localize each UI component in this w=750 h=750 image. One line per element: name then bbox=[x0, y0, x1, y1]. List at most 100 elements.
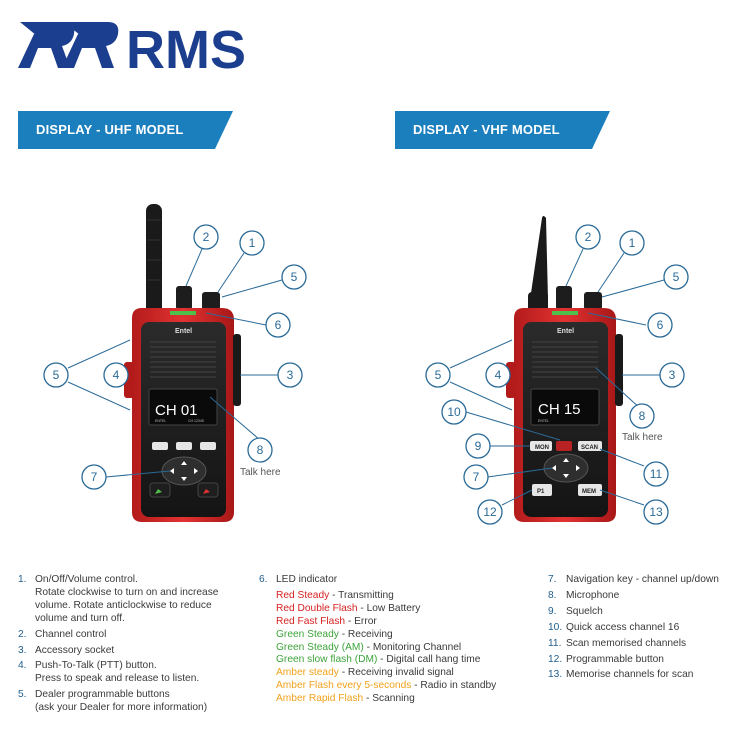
text-label: Red Steady bbox=[276, 590, 329, 601]
text-label: 4. bbox=[18, 660, 35, 673]
text-label: - Receiving bbox=[339, 629, 393, 640]
text-label: Green Steady bbox=[276, 629, 339, 640]
text-label: Dealer programmable buttons bbox=[35, 689, 170, 702]
text-label: 7 bbox=[91, 470, 98, 484]
antenna-vhf bbox=[530, 216, 548, 300]
text-label: Quick access channel 16 bbox=[566, 622, 679, 635]
text-label: 7 bbox=[473, 470, 480, 484]
text-label: 8 bbox=[257, 443, 264, 457]
brand-label-vhf: Entel bbox=[557, 328, 574, 335]
text-label: - Digital call hang time bbox=[377, 654, 480, 665]
legend-item-2: 2.Channel control bbox=[18, 629, 248, 642]
legend-item-4: 4.Push-To-Talk (PTT) button. bbox=[18, 660, 248, 673]
text-label: Navigation key - channel up/down bbox=[566, 574, 719, 587]
text-label: Green Steady (AM) bbox=[276, 642, 364, 653]
rms-logo: RMS bbox=[18, 18, 278, 74]
legend-item-13: 13.Memorise channels for scan bbox=[548, 669, 748, 682]
text-label: - Receiving invalid signal bbox=[339, 667, 454, 678]
text-label: - Scanning bbox=[363, 693, 415, 704]
text-label: (ask your Dealer for more information) bbox=[18, 702, 248, 715]
banner-vhf: DISPLAY - VHF MODEL bbox=[395, 111, 610, 149]
text-label: 3. bbox=[18, 645, 35, 658]
text-label: 6 bbox=[657, 318, 664, 332]
text-label: On/Off/Volume control. bbox=[35, 574, 138, 587]
text-label: 5 bbox=[673, 270, 680, 284]
text-label: 5 bbox=[53, 368, 60, 382]
text-label: Amber Flash every 5-seconds bbox=[276, 680, 411, 691]
radio-uhf: Entel CH 01 ENTEL CH 12345 bbox=[124, 204, 241, 522]
legend-item-10: 10.Quick access channel 16 bbox=[548, 622, 748, 635]
text-label: 1. bbox=[18, 574, 35, 587]
text-label: 5 bbox=[291, 270, 298, 284]
text-label: Red Fast Flash bbox=[276, 616, 345, 627]
text-label: 12 bbox=[483, 505, 497, 519]
text-label: - Monitoring Channel bbox=[364, 642, 461, 653]
soft-key-1-uhf[interactable] bbox=[152, 442, 168, 450]
text-label: Accessory socket bbox=[35, 645, 114, 658]
text-label: Microphone bbox=[566, 590, 619, 603]
legend-item-9: 9.Squelch bbox=[548, 606, 748, 619]
text-label: 1 bbox=[629, 236, 636, 250]
text-label: ENTEL bbox=[538, 419, 549, 423]
text-label: 12. bbox=[548, 654, 566, 667]
text-label: volume and turn off. bbox=[18, 613, 248, 626]
text-label: 13 bbox=[649, 505, 663, 519]
radio-vhf: Entel CH 15 ENTEL MON SCAN P1 MEM bbox=[506, 216, 623, 522]
text-label: Amber Rapid Flash bbox=[276, 693, 363, 704]
ch16-button-vhf[interactable] bbox=[556, 441, 572, 451]
screen-channel-vhf: CH 15 bbox=[538, 401, 581, 418]
text-label: Amber steady bbox=[276, 667, 339, 678]
text-label: Red Double Flash bbox=[276, 603, 358, 614]
volume-knob-uhf bbox=[202, 292, 220, 310]
legend-item-8: 8.Microphone bbox=[548, 590, 748, 603]
text-label: Programmable button bbox=[566, 654, 664, 667]
text-label: 9 bbox=[475, 439, 482, 453]
text-label: MEM bbox=[582, 489, 596, 495]
text-label: 2 bbox=[585, 230, 592, 244]
text-label: 2 bbox=[203, 230, 210, 244]
legend-item-5: 5.Dealer programmable buttons bbox=[18, 689, 248, 702]
legend-item-11: 11.Scan memorised channels bbox=[548, 638, 748, 651]
text-label: 1 bbox=[249, 236, 256, 250]
text-label: 6 bbox=[275, 318, 282, 332]
text-label: ENTEL bbox=[155, 419, 166, 423]
banner-uhf: DISPLAY - UHF MODEL bbox=[18, 111, 233, 149]
text-label: 8 bbox=[639, 409, 646, 423]
text-label: 11 bbox=[650, 467, 663, 481]
text-label: Push-To-Talk (PTT) button. bbox=[35, 660, 157, 673]
text-label: 13. bbox=[548, 669, 566, 682]
legend-item-7: 7.Navigation key - channel up/down bbox=[548, 574, 748, 587]
text-label: 3 bbox=[669, 368, 676, 382]
text-label: - Error bbox=[345, 616, 377, 627]
radio-diagrams: Entel CH 01 ENTEL CH 12345 bbox=[0, 190, 750, 535]
text-label: 5. bbox=[18, 689, 35, 702]
screen-channel-uhf: CH 01 bbox=[155, 402, 198, 419]
text-label: 6. bbox=[259, 574, 276, 587]
legend-item-6: 6.LED indicator bbox=[259, 574, 529, 587]
text-label: 4 bbox=[495, 368, 502, 382]
text-label: 8. bbox=[548, 590, 566, 603]
text-label: MON bbox=[535, 445, 549, 451]
soft-key-2-uhf[interactable] bbox=[176, 442, 192, 450]
channel-knob-vhf bbox=[556, 286, 572, 310]
text-label: Squelch bbox=[566, 606, 603, 619]
text-label: Green slow flash (DM) bbox=[276, 654, 377, 665]
text-label: CH 12345 bbox=[188, 419, 204, 423]
volume-knob-vhf bbox=[584, 292, 602, 310]
soft-key-3-uhf[interactable] bbox=[200, 442, 216, 450]
banner-vhf-label: DISPLAY - VHF MODEL bbox=[413, 122, 560, 137]
rms-logo-text: RMS bbox=[126, 20, 246, 74]
text-label: 11. bbox=[548, 638, 566, 651]
text-label: 7. bbox=[548, 574, 566, 587]
text-label: P1 bbox=[537, 489, 545, 495]
text-label: 3 bbox=[287, 368, 294, 382]
brand-label-uhf: Entel bbox=[175, 328, 192, 335]
legend-item-3: 3.Accessory socket bbox=[18, 645, 248, 658]
channel-knob-uhf bbox=[176, 286, 192, 310]
talk-here-uhf: Talk here bbox=[240, 467, 281, 478]
text-label: Press to speak and release to listen. bbox=[18, 673, 248, 686]
text-label: 10 bbox=[447, 405, 461, 419]
text-label: - Radio in standby bbox=[411, 680, 496, 691]
text-label: Scan memorised channels bbox=[566, 638, 686, 651]
legend-item-12: 12.Programmable button bbox=[548, 654, 748, 667]
